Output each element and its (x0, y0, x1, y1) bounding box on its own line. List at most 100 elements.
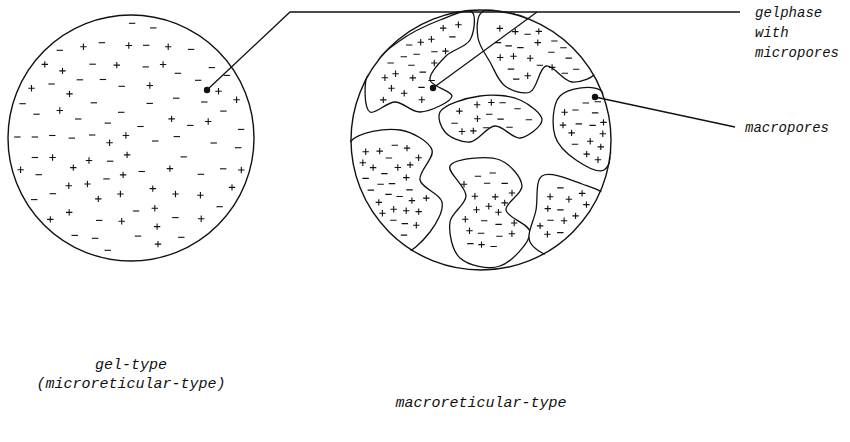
minus-sign (100, 79, 106, 80)
minus-sign (401, 235, 407, 236)
minus-sign (406, 189, 412, 190)
callout-label: macropores (745, 118, 845, 138)
plus-sign (572, 213, 578, 219)
minus-sign (99, 42, 105, 43)
plus-sign (154, 223, 160, 229)
minus-sign (89, 134, 95, 135)
minus-sign (105, 250, 111, 251)
plus-sign (84, 181, 90, 187)
gel-island (450, 158, 530, 268)
plus-sign (492, 194, 498, 200)
plus-sign (377, 148, 383, 154)
minus-sign (392, 145, 398, 146)
minus-sign (557, 232, 563, 233)
plus-sign (215, 88, 221, 94)
minus-sign (560, 47, 566, 48)
minus-sign (216, 206, 222, 207)
leader-dot (204, 87, 210, 93)
bead-outline (8, 15, 254, 261)
minus-sign (428, 80, 434, 81)
minus-sign (133, 210, 139, 211)
bead-caption: gel-type (microreticular-type) (26, 356, 236, 394)
plus-sign (478, 241, 484, 247)
plus-sign (410, 75, 416, 81)
plus-sign (509, 231, 515, 237)
minus-sign (75, 118, 81, 119)
plus-sign (566, 196, 572, 202)
plus-sign (462, 216, 468, 222)
plus-sign (66, 209, 72, 215)
plus-sign (544, 231, 550, 237)
plus-sign (419, 97, 425, 103)
minus-sign (96, 220, 102, 221)
plus-sign (150, 185, 156, 191)
minus-sign (19, 103, 25, 104)
minus-sign (490, 172, 496, 173)
leader-line (433, 12, 537, 88)
plus-sign (198, 216, 204, 222)
minus-sign (178, 237, 184, 238)
plus-sign (537, 223, 543, 229)
plus-sign (70, 164, 76, 170)
minus-sign (209, 67, 215, 68)
minus-sign (467, 243, 473, 244)
minus-sign (490, 246, 496, 247)
plus-sign (456, 108, 462, 114)
minus-sign (147, 103, 153, 104)
plus-sign (455, 22, 461, 28)
plus-sign (545, 205, 551, 211)
minus-sign (143, 66, 149, 67)
minus-sign (235, 147, 241, 148)
leader-dot (592, 94, 598, 100)
plus-sign (380, 97, 386, 103)
minus-sign (77, 79, 83, 80)
plus-sign (595, 157, 601, 163)
plus-sign (600, 119, 606, 125)
plus-sign (238, 167, 244, 173)
bead-caption: macroreticular-type (361, 394, 601, 413)
plus-sign (474, 116, 480, 122)
minus-sign (195, 80, 201, 81)
minus-sign (413, 54, 419, 55)
minus-sign (566, 58, 572, 59)
plus-sign (120, 172, 126, 178)
minus-sign (175, 73, 181, 74)
minus-sign (32, 136, 38, 137)
minus-sign (396, 196, 402, 197)
plus-sign (488, 99, 494, 105)
plus-sign (57, 107, 63, 113)
minus-sign (50, 193, 56, 194)
plus-sign (395, 164, 401, 170)
leader-line (207, 12, 740, 90)
minus-sign (92, 238, 98, 239)
plus-sign (547, 194, 553, 200)
plus-sign (584, 151, 590, 157)
plus-sign (80, 44, 86, 50)
minus-sign (481, 220, 487, 221)
plus-sign (470, 128, 476, 134)
minus-sign (377, 184, 383, 185)
minus-sign (524, 34, 530, 35)
leader-line (595, 97, 735, 127)
minus-sign (32, 157, 38, 158)
minus-sign (137, 126, 143, 127)
minus-sign (526, 119, 532, 120)
minus-sign (402, 223, 408, 224)
minus-sign (502, 183, 508, 184)
minus-sign (562, 73, 568, 74)
minus-sign (14, 136, 20, 137)
minus-sign (475, 176, 481, 177)
plus-sign (172, 191, 178, 197)
plus-sign (165, 44, 171, 50)
minus-sign (89, 64, 95, 65)
minus-sign (49, 135, 55, 136)
resin-bead: gel-type (microreticular-type) (7, 14, 255, 262)
minus-sign (508, 69, 514, 70)
plus-sign (561, 109, 567, 115)
minus-sign (495, 224, 501, 225)
plus-sign (392, 71, 398, 77)
plus-sign (205, 118, 211, 124)
plus-sign (376, 199, 382, 205)
minus-sign (181, 156, 187, 157)
plus-sign (459, 128, 465, 134)
